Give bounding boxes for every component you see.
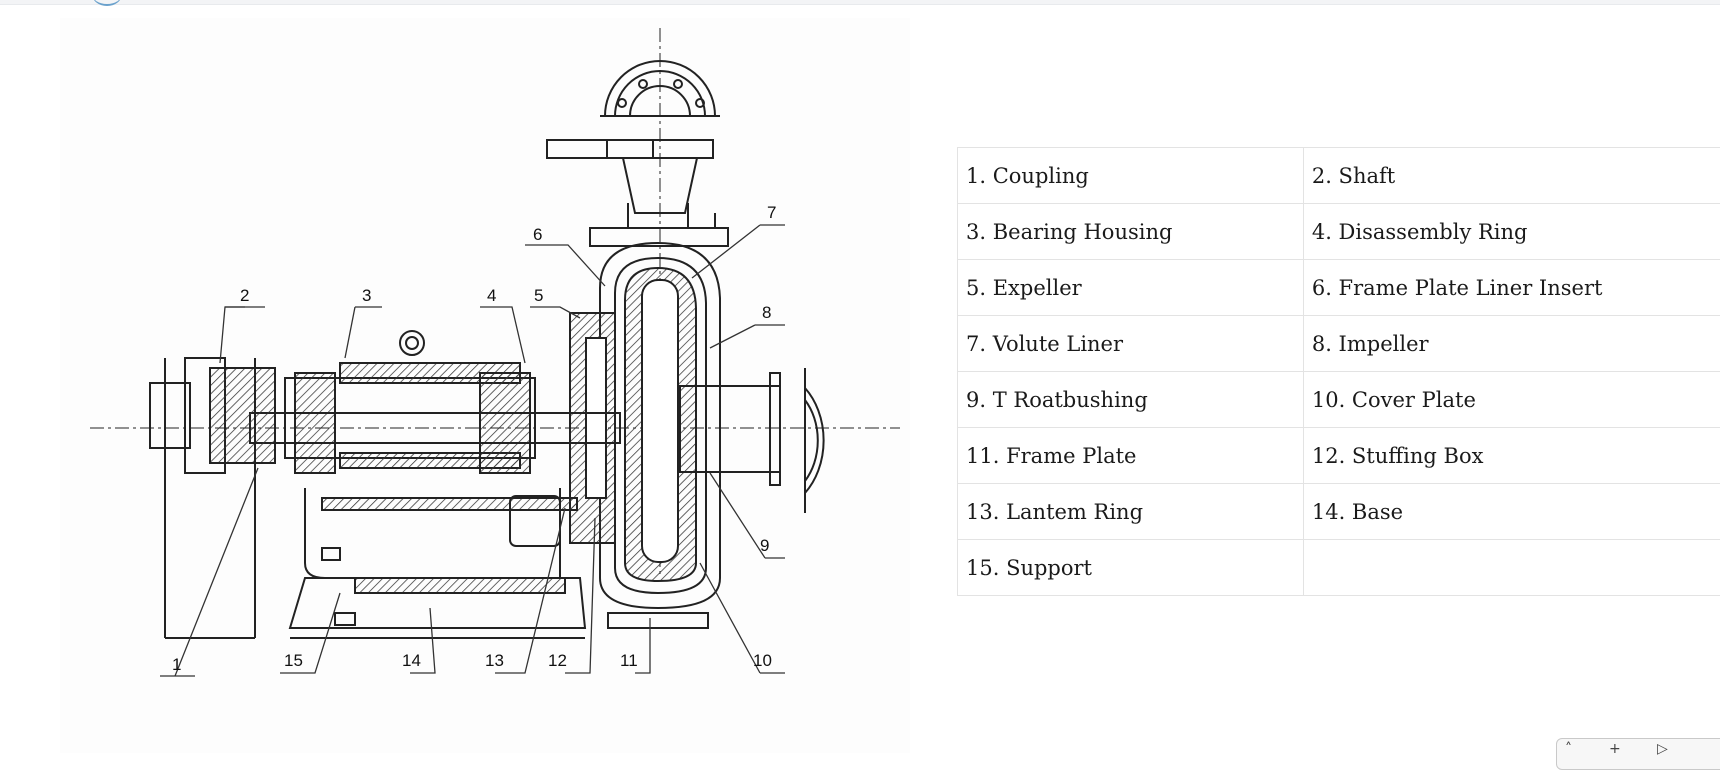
- table-row: 13. Lantem Ring 14. Base: [958, 484, 1720, 540]
- table-row: 7. Volute Liner 8. Impeller: [958, 316, 1720, 372]
- callout-14: 14: [402, 651, 421, 670]
- table-row: 9. T Roatbushing 10. Cover Plate: [958, 372, 1720, 428]
- table-cell: 6. Frame Plate Liner Insert: [1303, 260, 1720, 316]
- callout-6: 6: [533, 225, 542, 244]
- table-row: 1. Coupling 2. Shaft: [958, 148, 1720, 204]
- callout-12: 12: [548, 651, 567, 670]
- table-cell: 1. Coupling: [958, 148, 1304, 204]
- callout-5: 5: [534, 286, 543, 305]
- callout-1: 1: [172, 655, 181, 674]
- table-cell: 4. Disassembly Ring: [1303, 204, 1720, 260]
- table-cell: 12. Stuffing Box: [1303, 428, 1720, 484]
- table-cell: 14. Base: [1303, 484, 1720, 540]
- table-cell: [1303, 540, 1720, 596]
- table-row: 11. Frame Plate 12. Stuffing Box: [958, 428, 1720, 484]
- table-cell: 10. Cover Plate: [1303, 372, 1720, 428]
- table-cell: 2. Shaft: [1303, 148, 1720, 204]
- floating-toolbar[interactable]: ˄ + ▷: [1556, 738, 1720, 770]
- tab-icon: [92, 0, 122, 6]
- table-cell: 8. Impeller: [1303, 316, 1720, 372]
- callout-7: 7: [767, 203, 776, 222]
- table-row: 3. Bearing Housing 4. Disassembly Ring: [958, 204, 1720, 260]
- callout-2: 2: [240, 286, 249, 305]
- pump-drawing: 1 2 3 4 5 6 7 8 9 10 11 12 13 14 15: [60, 18, 910, 753]
- callout-15: 15: [284, 651, 303, 670]
- table-cell: 9. T Roatbushing: [958, 372, 1304, 428]
- parts-legend-table: 1. Coupling 2. Shaft 3. Bearing Housing …: [957, 147, 1720, 596]
- table-row: 15. Support: [958, 540, 1720, 596]
- callout-4: 4: [487, 286, 496, 305]
- table-cell: 13. Lantem Ring: [958, 484, 1304, 540]
- browser-top-bar: [0, 0, 1720, 5]
- callout-11: 11: [620, 651, 638, 670]
- table-cell: 15. Support: [958, 540, 1304, 596]
- callout-9: 9: [760, 536, 769, 555]
- table-cell: 5. Expeller: [958, 260, 1304, 316]
- callout-3: 3: [362, 286, 371, 305]
- callout-8: 8: [762, 303, 771, 322]
- table-cell: 11. Frame Plate: [958, 428, 1304, 484]
- table-row: 5. Expeller 6. Frame Plate Liner Insert: [958, 260, 1720, 316]
- pump-cross-section-diagram: 1 2 3 4 5 6 7 8 9 10 11 12 13 14 15: [60, 18, 910, 753]
- table-cell: 3. Bearing Housing: [958, 204, 1304, 260]
- callout-10: 10: [753, 651, 772, 670]
- table-cell: 7. Volute Liner: [958, 316, 1304, 372]
- callout-13: 13: [485, 651, 504, 670]
